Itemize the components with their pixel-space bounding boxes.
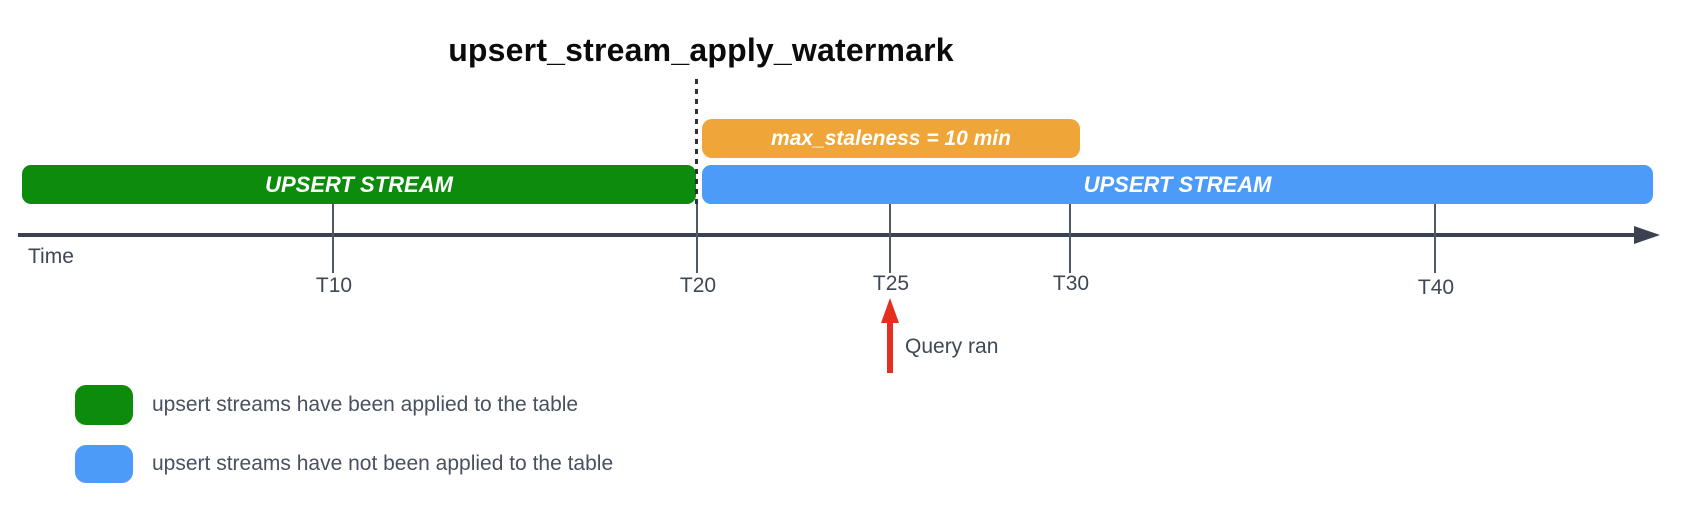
staleness-window-bar: max_staleness = 10 min (702, 119, 1080, 158)
query-ran-label: Query ran (905, 335, 999, 358)
tick-mark-t30 (1069, 204, 1071, 273)
tick-label-t40: T40 (1417, 276, 1455, 299)
unapplied-upsert-stream-bar: UPSERT STREAM (702, 165, 1653, 204)
tick-label-t20: T20 (679, 274, 717, 297)
tick-label-t25: T25 (872, 272, 910, 295)
tick-label-t30: T30 (1052, 272, 1090, 295)
legend-item-applied: upsert streams have been applied to the … (75, 385, 578, 425)
unapplied-upsert-stream-label: UPSERT STREAM (1083, 171, 1272, 197)
query-ran-arrow-icon (881, 298, 899, 323)
legend-item-not-applied: upsert streams have not been applied to … (75, 445, 613, 483)
not-applied-color-swatch (75, 445, 133, 483)
applied-color-swatch (75, 385, 133, 425)
tick-mark-t25 (889, 204, 891, 273)
tick-mark-t10 (332, 204, 334, 273)
time-axis-line (18, 233, 1638, 237)
time-axis-label: Time (28, 245, 74, 268)
staleness-window-label: max_staleness = 10 min (771, 126, 1011, 150)
legend-label-not-applied: upsert streams have not been applied to … (152, 452, 614, 475)
time-axis-arrowhead-icon (1634, 226, 1660, 244)
applied-upsert-stream-bar: UPSERT STREAM (22, 165, 696, 204)
diagram-title: upsert_stream_apply_watermark (448, 32, 954, 68)
tick-label-t10: T10 (315, 274, 353, 297)
tick-mark-t20 (696, 204, 698, 273)
query-ran-arrow-shaft (887, 321, 893, 373)
applied-upsert-stream-label: UPSERT STREAM (265, 171, 453, 197)
watermark-dashed-line (695, 79, 698, 207)
tick-mark-t40 (1434, 204, 1436, 273)
legend-label-applied: upsert streams have been applied to the … (152, 393, 579, 416)
